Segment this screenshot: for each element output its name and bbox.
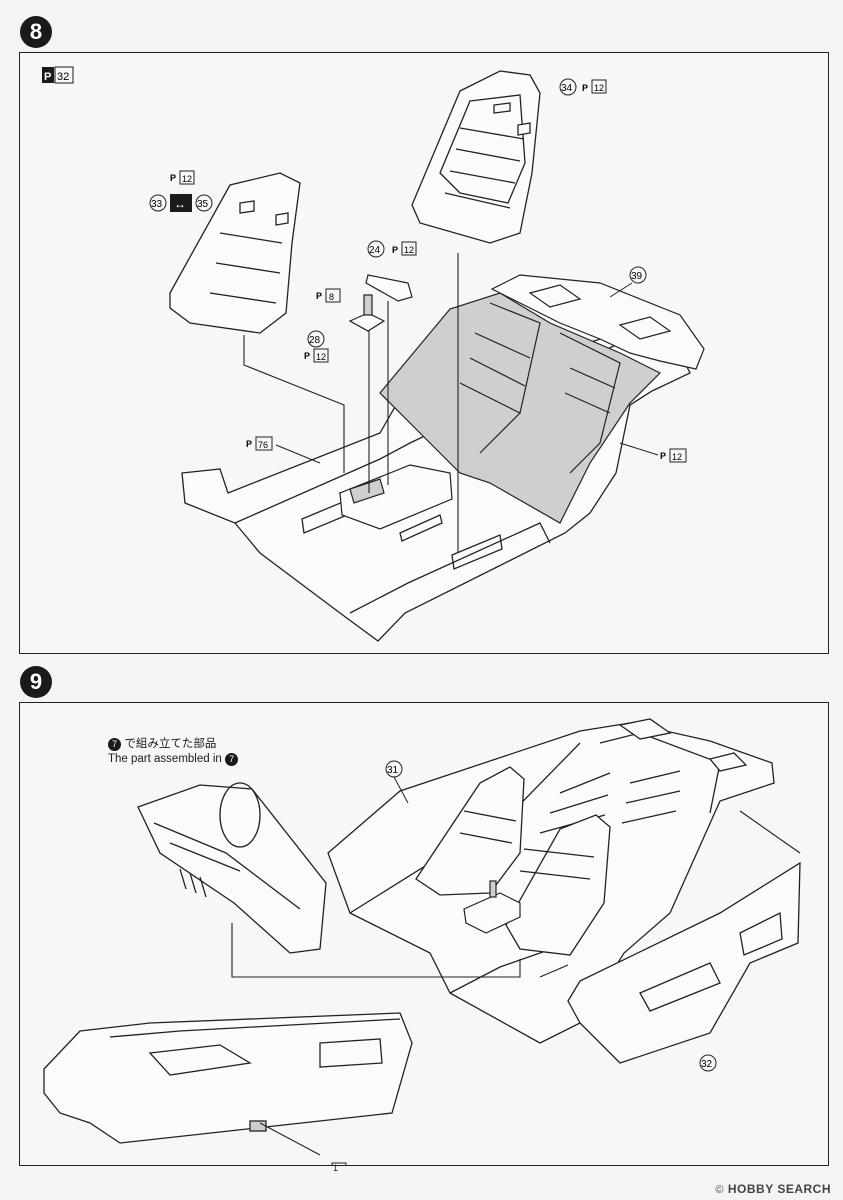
svg-text:28: 28 bbox=[309, 335, 321, 346]
watermark-text: HOBBY SEARCH bbox=[727, 1182, 831, 1196]
svg-text:12: 12 bbox=[672, 452, 682, 462]
paint-code-1: 1 bbox=[333, 1163, 339, 1173]
part-label-28: P 8 28 P 12 bbox=[304, 288, 341, 363]
note-en: The part assembled in bbox=[108, 753, 222, 765]
handbrake-24 bbox=[365, 274, 413, 302]
svg-text:34: 34 bbox=[561, 83, 573, 94]
paint-code-rear-seat: P 12 bbox=[619, 442, 687, 463]
svg-text:12: 12 bbox=[182, 174, 192, 184]
door-panel-31-outline bbox=[43, 1012, 413, 1144]
part-label-33-35: P 12 33 ↔ 35 bbox=[149, 170, 213, 212]
svg-text:31: 31 bbox=[387, 765, 399, 776]
console-assembled bbox=[463, 880, 521, 934]
step-9-note: 7 で組み立てた部品 The part assembled in 7 bbox=[108, 736, 239, 767]
svg-text:P: P bbox=[304, 351, 310, 361]
svg-text:24: 24 bbox=[369, 245, 381, 256]
note-jp: で組み立てた部品 bbox=[124, 736, 217, 750]
svg-text:32: 32 bbox=[57, 71, 69, 83]
svg-text:12: 12 bbox=[594, 83, 604, 93]
step-9-panel: 31 32 P bbox=[19, 702, 829, 1177]
svg-text:P: P bbox=[44, 71, 51, 83]
part-label-34: 34 P 12 bbox=[559, 78, 607, 96]
svg-text:8: 8 bbox=[329, 292, 334, 302]
svg-text:P: P bbox=[660, 451, 666, 461]
step-8-panel: P 32 bbox=[19, 52, 829, 654]
svg-text:12: 12 bbox=[404, 245, 414, 255]
watermark: © HOBBY SEARCH bbox=[715, 1182, 831, 1196]
step-9-number: 9 bbox=[20, 666, 52, 698]
step-9-diagram: 31 32 P bbox=[43, 718, 801, 1177]
front-seats-assembled bbox=[415, 766, 611, 956]
center-console bbox=[339, 464, 453, 530]
svg-text:P: P bbox=[392, 245, 398, 255]
seat-34 bbox=[411, 70, 541, 244]
svg-text:P: P bbox=[582, 83, 588, 93]
step-8-number: 8 bbox=[20, 16, 52, 48]
seat-33-35 bbox=[169, 172, 301, 334]
assembly-arrows-step9 bbox=[231, 810, 801, 1156]
parcel-shelf bbox=[490, 274, 705, 370]
door-panel-32 bbox=[567, 861, 801, 1064]
svg-text:33: 33 bbox=[151, 199, 163, 210]
svg-text:35: 35 bbox=[197, 199, 209, 210]
part-label-31: 31 bbox=[385, 760, 409, 804]
watermark-copyright: © bbox=[715, 1184, 725, 1196]
svg-text:P: P bbox=[170, 173, 176, 183]
part-label-24: 24 P 12 bbox=[367, 240, 417, 258]
svg-text:12: 12 bbox=[316, 352, 326, 362]
svg-text:76: 76 bbox=[258, 440, 268, 450]
part-label-32: 32 bbox=[699, 1054, 717, 1072]
assembly-arrows bbox=[243, 253, 459, 553]
paint-code-76: P 76 bbox=[246, 436, 321, 464]
note-en-ref-circle: 7 bbox=[225, 753, 239, 766]
svg-text:32: 32 bbox=[701, 1059, 713, 1070]
paint-badge-step8: P 32 bbox=[42, 66, 74, 84]
step-8-diagram: P 32 bbox=[42, 66, 705, 642]
svg-text:↔: ↔ bbox=[174, 197, 186, 211]
part-label-39: 39 bbox=[609, 266, 647, 298]
note-ref-circle: 7 bbox=[108, 738, 121, 751]
svg-text:P: P bbox=[316, 291, 322, 301]
svg-text:39: 39 bbox=[631, 271, 643, 282]
dashboard-assembly bbox=[137, 782, 327, 954]
shifter-28 bbox=[348, 294, 386, 332]
svg-text:P: P bbox=[246, 439, 252, 449]
